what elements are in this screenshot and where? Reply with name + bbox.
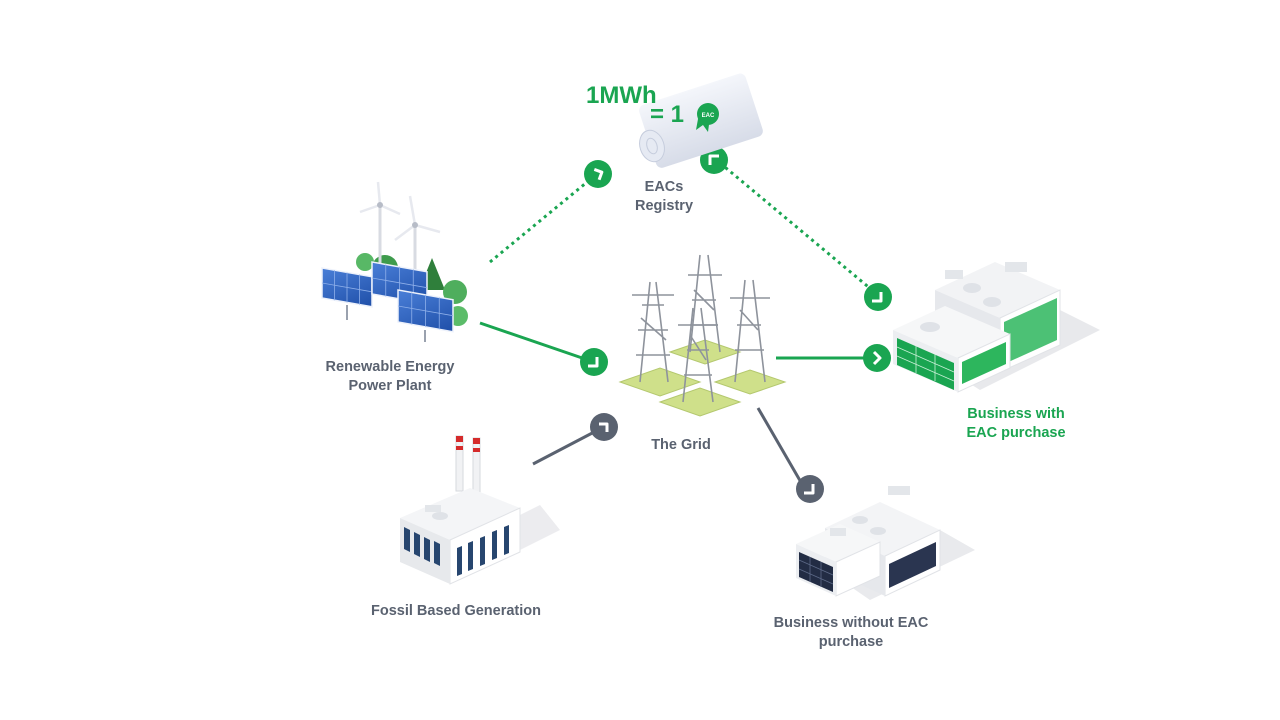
grid-to-business-no-eac-line	[756, 407, 804, 485]
renewable-label: Renewable Energy Power Plant	[310, 358, 470, 396]
arrow-icon	[588, 357, 599, 368]
fossil-label-line1: Fossil Based Generation	[370, 603, 542, 619]
renewable-to-grid-line	[479, 321, 589, 362]
registry-label-line2: Registry	[634, 198, 694, 214]
business-no-eac-label: Business without EAC purchase	[756, 614, 946, 652]
arrow-icon	[708, 154, 719, 165]
arrow-icon	[804, 484, 815, 495]
arrow-badge-renewable-registry	[584, 160, 612, 188]
connections	[479, 161, 873, 485]
fossil-plant-icon	[400, 435, 560, 585]
registry-label: EACs Registry	[614, 178, 714, 216]
registry-label-line1: EACs	[644, 179, 684, 195]
business-without-eac-building-icon	[796, 486, 975, 600]
eac-seal-text: EAC	[702, 113, 715, 119]
arrow-icon	[593, 168, 604, 181]
arrow-badge-renewable-grid	[580, 348, 608, 376]
arrow-icon	[872, 350, 882, 366]
renewable-label-line2: Power Plant	[348, 378, 432, 394]
grid-towers-icon	[618, 254, 787, 417]
business-eac-label: Business with EAC purchase	[946, 405, 1086, 443]
fossil-label: Fossil Based Generation	[356, 602, 556, 621]
eac-seal-icon	[697, 103, 719, 125]
business-no-eac-label-line1: Business without EAC	[773, 615, 929, 631]
grid-label-line1: The Grid	[651, 437, 711, 453]
certificate-mwh-label: 1MWh	[586, 82, 657, 109]
arrow-badge-business-dotted	[864, 283, 892, 311]
business-no-eac-label-line2: purchase	[818, 634, 884, 650]
certificate-equals-label: = 1	[650, 101, 685, 128]
grid-label: The Grid	[631, 436, 731, 455]
certificate-scroll-icon: EAC	[639, 73, 763, 168]
business-eac-label-line2: EAC purchase	[966, 425, 1066, 441]
renewable-plant-icon	[321, 181, 468, 342]
fossil-to-grid-line	[532, 428, 599, 466]
arrow-badge-fossil-grid	[590, 413, 618, 441]
arrow-icon	[872, 292, 883, 303]
renewable-label-line1: Renewable Energy	[325, 359, 455, 375]
arrow-badge-grid-no-eac	[796, 475, 824, 503]
business-with-eac-building-icon	[893, 262, 1100, 393]
arrow-badge-grid-business	[863, 344, 891, 372]
registry-to-business-dotted-line	[719, 161, 873, 292]
business-eac-label-line1: Business with	[967, 406, 1065, 422]
renewable-to-registry-dotted-line	[489, 176, 593, 264]
arrow-icon	[599, 422, 609, 432]
